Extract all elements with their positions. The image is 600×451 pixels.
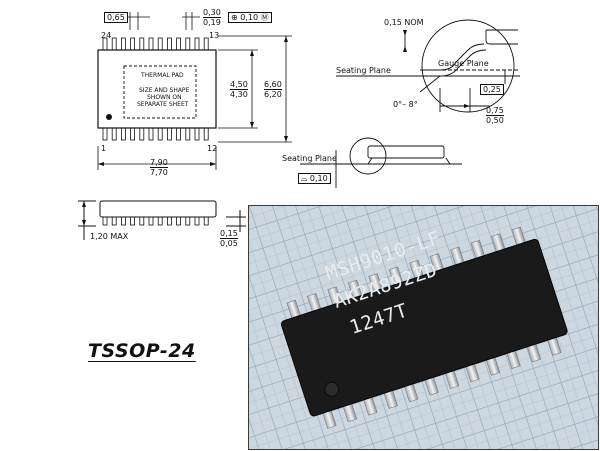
standoff-max: 0,15 (220, 229, 238, 239)
top-view-body (97, 49, 217, 129)
side-view-leads (102, 216, 209, 226)
bottom-lead (185, 127, 191, 141)
top-lead (166, 37, 172, 51)
bottom-lead (194, 127, 200, 141)
bottom-lead (157, 127, 163, 141)
side-lead (130, 216, 136, 226)
body-width-max: 4,50 (230, 80, 248, 90)
top-lead (157, 37, 163, 51)
top-lead (194, 37, 200, 51)
top-lead (139, 37, 145, 51)
length-min: 7,70 (150, 168, 168, 177)
chip-photo: MSH9010-LF AK2A892ZD 1247T (248, 205, 599, 450)
overall-width-dimension: 6,60 6,20 (264, 80, 282, 99)
length-max: 7,90 (150, 158, 168, 168)
side-lead (194, 216, 200, 226)
bottom-lead (176, 127, 182, 141)
seating-plane-label: Seating Plane (336, 66, 391, 75)
mmc-icon: Ⓜ (260, 13, 269, 22)
side-lead (139, 216, 145, 226)
foot-length-dimension: 0,75 0,50 (486, 106, 504, 125)
gauge-height-dimension: 0,25 (480, 84, 504, 95)
bottom-lead (139, 127, 145, 141)
gauge-plane-label: Gauge Plane (438, 59, 489, 68)
top-lead (130, 37, 136, 51)
thermal-pad-note-2: SHOWN ON (147, 94, 182, 101)
length-dimension: 7,90 7,70 (150, 158, 168, 177)
body-width-min: 4,30 (230, 90, 248, 99)
chip-bottom-leads (321, 335, 562, 429)
coplanarity-value: 0,10 (309, 174, 328, 183)
pin-12-label: 12 (207, 144, 218, 153)
side-lead (111, 216, 117, 226)
standoff-min: 0,05 (220, 239, 238, 248)
top-view-bottom-leads (102, 127, 209, 141)
nom-thickness-label: 0,15 NOM (384, 18, 424, 27)
side-lead (157, 216, 163, 226)
side-lead (148, 216, 154, 226)
lead-width-max: 0,30 (203, 8, 221, 18)
lead-width-min: 0,19 (203, 18, 221, 27)
height-max-label: 1,20 MAX (90, 232, 129, 241)
top-lead (185, 37, 191, 51)
side-lead (203, 216, 209, 226)
pin-24-label: 24 (101, 31, 112, 40)
thermal-pad-outline (123, 65, 197, 119)
overall-width-max: 6,60 (264, 80, 282, 90)
bottom-lead (148, 127, 154, 141)
lead-width-dimension: 0,30 0,19 (203, 8, 221, 27)
chip-body (280, 238, 568, 417)
package-title: TSSOP-24 (88, 340, 196, 362)
overall-width-min: 6,20 (264, 90, 282, 99)
position-tolerance-icon: ⊕ (231, 13, 238, 22)
position-tolerance: ⊕ 0,10 Ⓜ (228, 12, 272, 23)
angle-label: 0°– 8° (393, 100, 418, 109)
top-lead (121, 37, 126, 51)
bottom-lead (130, 127, 136, 141)
side-lead (121, 216, 126, 226)
thermal-pad-title: THERMAL PAD (141, 72, 184, 79)
standoff-dimension: 0,15 0,05 (220, 229, 238, 248)
chip-pin1-dimple (324, 381, 340, 397)
side-lead (166, 216, 172, 226)
pitch-dimension: 0,65 (104, 12, 128, 23)
pin-13-label: 13 (209, 31, 220, 40)
chip-photo-graphic (249, 206, 598, 449)
foot-length-max: 0,75 (486, 106, 504, 116)
foot-length-min: 0,50 (486, 116, 504, 125)
side-lead (176, 216, 182, 226)
position-tolerance-value: 0,10 (240, 13, 259, 22)
body-width-dimension: 4,50 4,30 (230, 80, 248, 99)
bottom-lead (121, 127, 126, 141)
bottom-lead (203, 127, 209, 141)
thermal-pad-note-1: SIZE AND SHAPE (139, 87, 190, 94)
pin1-marker (106, 114, 112, 120)
top-lead (203, 37, 209, 51)
side-lead (185, 216, 191, 226)
seating-plane-label-2: Seating Plane (282, 154, 337, 163)
top-view-top-leads (102, 37, 209, 51)
coplanarity-icon: ⌓ (301, 174, 308, 183)
pin-1-label: 1 (101, 144, 107, 153)
bottom-lead (102, 127, 108, 141)
top-lead (176, 37, 182, 51)
bottom-lead (166, 127, 172, 141)
top-lead (148, 37, 154, 51)
coplanarity-callout: ⌓ 0,10 (298, 173, 331, 184)
side-lead (102, 216, 108, 226)
top-lead (111, 37, 117, 51)
thermal-pad-note-3: SEPARATE SHEET (137, 101, 189, 108)
bottom-lead (111, 127, 117, 141)
